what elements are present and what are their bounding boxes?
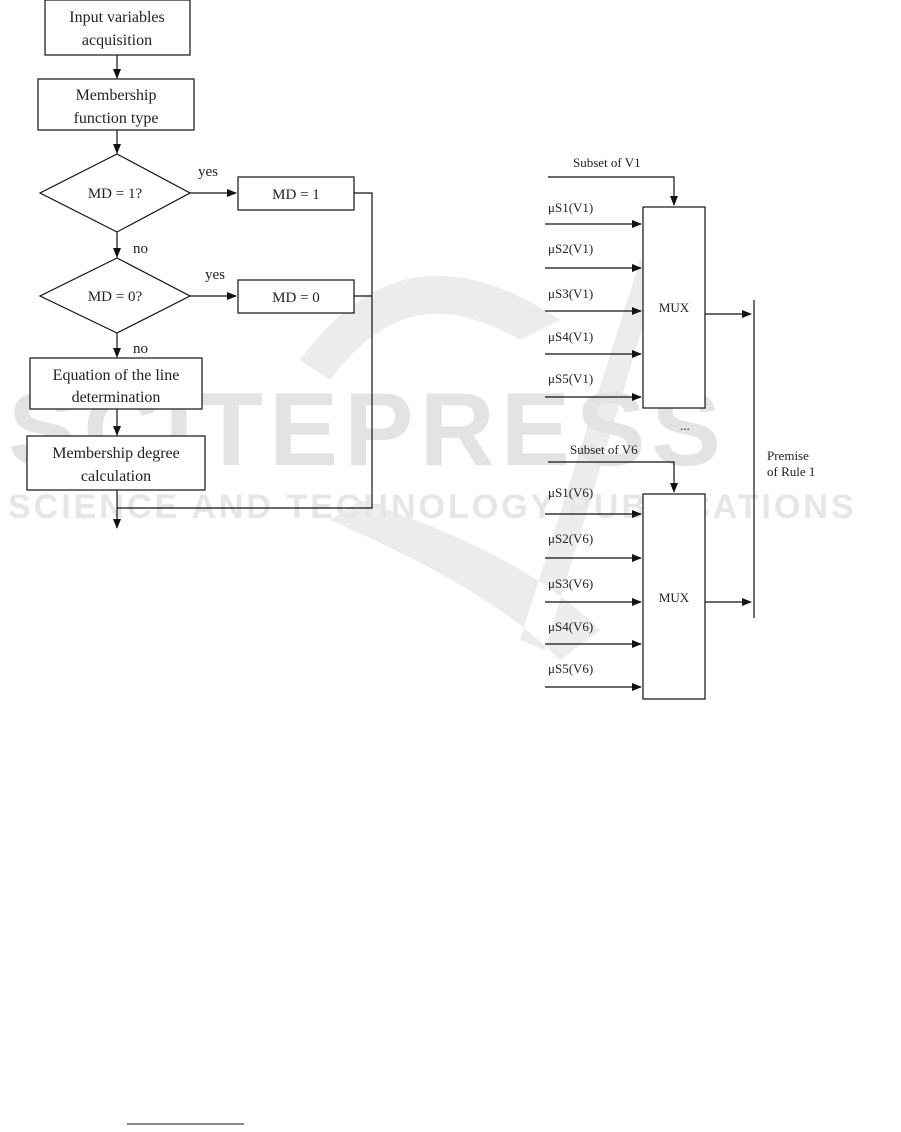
no-label-2: no — [133, 341, 148, 357]
equation-label-1: Equation of the line — [53, 367, 180, 384]
mux-v1-label: MUX — [659, 300, 690, 315]
mux-v1-input-label-1: μS1(V1) — [548, 200, 593, 215]
flowchart: Input variables acquisition Membership f… — [26, 0, 373, 529]
no-label-1: no — [133, 241, 148, 257]
mux-v1-box — [642, 206, 706, 409]
mux-v6-input-label-1: μS1(V6) — [548, 485, 593, 500]
mux-v6-input-label-4: μS4(V6) — [548, 619, 593, 634]
mux-v6-box — [642, 493, 706, 700]
subset-v6-arrow — [548, 461, 678, 493]
result-md0-label: MD = 0 — [272, 290, 320, 306]
result-md1-label: MD = 1 — [272, 187, 320, 203]
mux-v1-input-label-3: μS3(V1) — [548, 286, 593, 301]
input-acquisition-label-1: Input variables — [69, 9, 165, 26]
mux-v6-inputs: μS1(V6) μS2(V6) μS3(V6) μS4(V6) μS5(V6) — [545, 485, 642, 691]
mux-v6-input-label-2: μS2(V6) — [548, 531, 593, 546]
ellipsis: ... — [680, 418, 690, 433]
merge-line-md1 — [117, 192, 373, 509]
mf-type-label-2: function type — [74, 110, 159, 127]
result-md0-box — [237, 279, 355, 314]
mux-v1-input-label-2: μS2(V1) — [548, 241, 593, 256]
result-md1-box — [237, 176, 355, 211]
watermark-small-text: SCIENCE AND TECHNOLOGY PUBLICATIONS — [8, 488, 857, 526]
mux-diagram: Subset of V1 MUX μS1(V1) μS2(V1) μS3(V1)… — [545, 155, 815, 700]
input-acquisition-label-2: acquisition — [82, 32, 152, 49]
calculation-box — [26, 435, 206, 491]
mf-type-box — [37, 78, 195, 131]
mux-v6-label: MUX — [659, 590, 690, 605]
decision-md1-label: MD = 1? — [88, 186, 143, 202]
mux-v6-input-label-3: μS3(V6) — [548, 576, 593, 591]
calculation-label-1: Membership degree — [52, 445, 180, 462]
mux-v1-input-label-5: μS5(V1) — [548, 371, 593, 386]
yes-label-2: yes — [205, 267, 225, 283]
yes-label-1: yes — [198, 164, 218, 180]
premise-label-1: Premise — [767, 448, 809, 463]
decision-md0-label: MD = 0? — [88, 289, 143, 305]
calculation-label-2: calculation — [81, 468, 151, 485]
mf-type-label-1: Membership — [76, 87, 157, 104]
mux-v1-input-label-4: μS4(V1) — [548, 329, 593, 344]
equation-box — [29, 357, 203, 410]
subset-v1-arrow — [548, 176, 678, 206]
subset-v6-label: Subset of V6 — [570, 442, 638, 457]
premise-label-2: of Rule 1 — [767, 464, 815, 479]
subset-v1-label: Subset of V1 — [573, 155, 641, 170]
watermark-swoosh — [300, 260, 660, 660]
equation-label-2: determination — [72, 389, 161, 406]
mux-v1-inputs: μS1(V1) μS2(V1) μS3(V1) μS4(V1) μS5(V1) — [545, 200, 642, 401]
mux-v6-input-label-5: μS5(V6) — [548, 661, 593, 676]
